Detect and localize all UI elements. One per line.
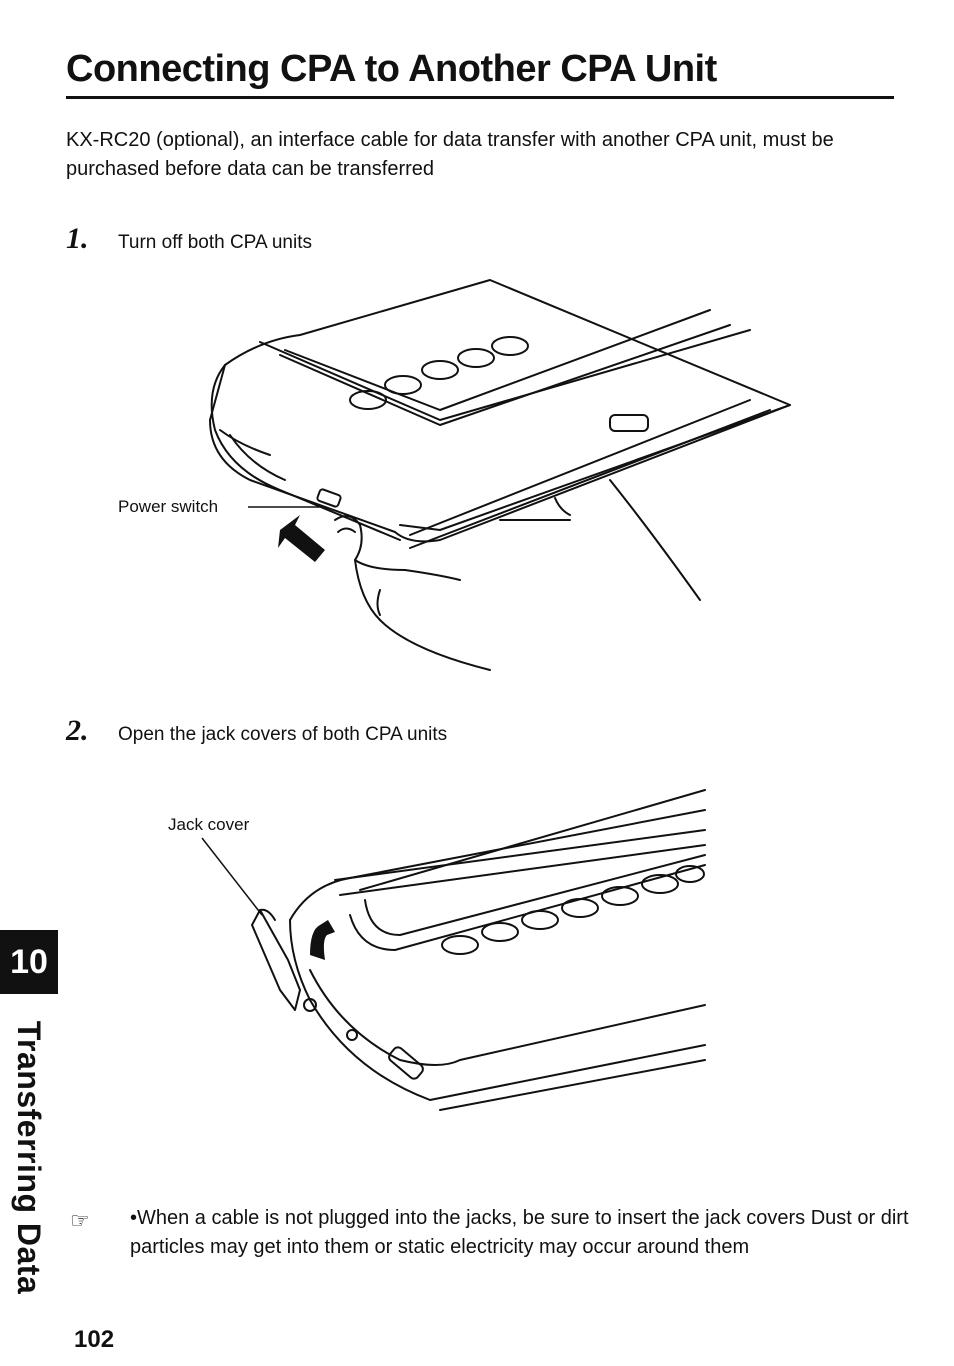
title-underline [66,96,894,99]
figure-jack-cover: Jack cover [168,789,706,1111]
page-number: 102 [74,1326,115,1353]
chapter-number-tab: 10 [0,930,58,994]
power-switch-label: Power switch [118,497,218,516]
figure-power-switch: Power switch [118,279,791,671]
note-text: •When a cable is not plugged into the ja… [130,1207,909,1258]
step-2-text: Open the jack covers of both CPA units [118,724,448,745]
step-1-text: Turn off both CPA units [118,232,312,253]
chapter-title-text: Transferring Data [11,1020,48,1294]
step-1: 1. Turn off both CPA units [66,222,312,256]
step-2: 2. Open the jack covers of both CPA units [66,714,447,748]
page-title: Connecting CPA to Another CPA Unit [66,48,717,90]
step-2-number: 2. [66,714,89,747]
intro-paragraph: KX-RC20 (optional), an interface cable f… [66,129,834,180]
chapter-title: Transferring Data [0,1012,58,1302]
jack-cover-label: Jack cover [168,815,250,834]
step-1-number: 1. [66,222,89,255]
pointing-hand-icon: ☞ [70,1208,90,1233]
